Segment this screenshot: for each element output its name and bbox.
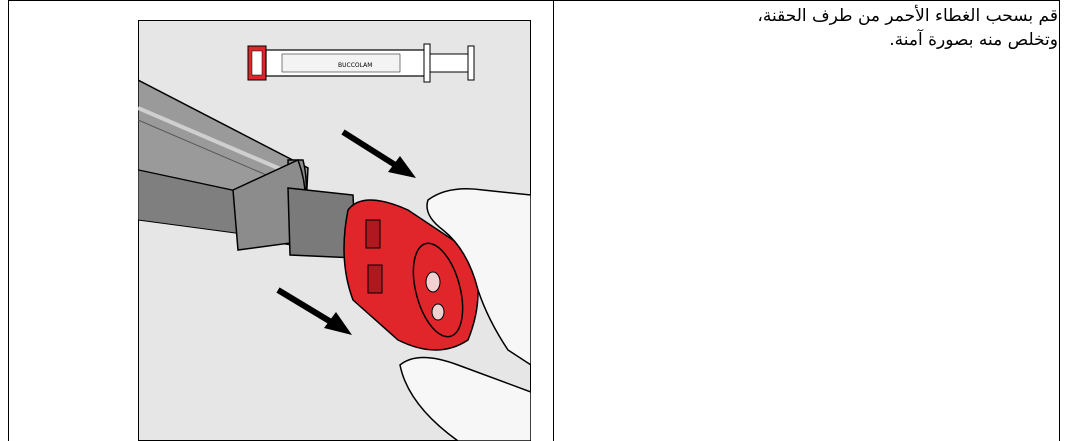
instruction-line-1: قم بسحب الغطاء الأحمر من طرف الحقنة، [558,4,1058,28]
remove-cap-illustration: BUCCOLAM [138,20,531,441]
table-top-border [8,0,1060,1]
instruction-text: قم بسحب الغطاء الأحمر من طرف الحقنة، وتخ… [558,4,1058,52]
syringe-label: BUCCOLAM [338,62,372,69]
instruction-line-2: وتخلص منه بصورة آمنة. [558,28,1058,52]
table-column-divider [553,0,554,441]
table-left-border [8,0,9,441]
table-right-border [1059,0,1060,441]
